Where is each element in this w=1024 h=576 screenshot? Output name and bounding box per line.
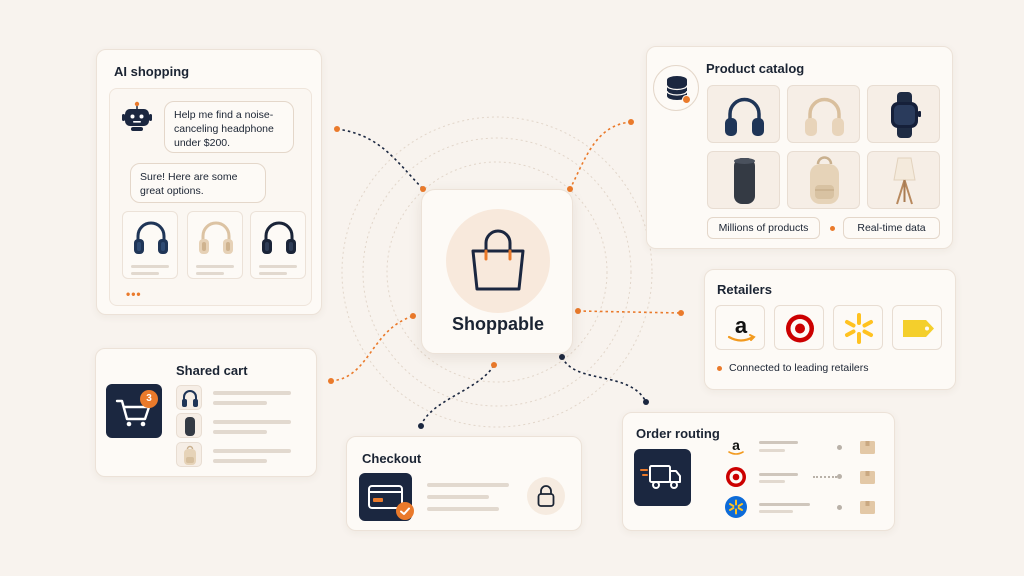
retailer-target[interactable] [774, 305, 824, 350]
svg-text:a: a [735, 313, 748, 338]
bot-message-bubble: Sure! Here are some great options. [130, 163, 266, 203]
retailers-title: Retailers [717, 282, 772, 297]
hub-title: Shoppable [451, 314, 544, 334]
retailers-card: Retailers a [704, 269, 956, 390]
ai-shopping-title: AI shopping [114, 64, 190, 79]
catalog-product-tile[interactable] [867, 85, 940, 143]
catalog-product-tile[interactable] [707, 151, 780, 209]
product-catalog-card: Product catalog [646, 46, 953, 249]
route-amazon: a [725, 436, 747, 458]
package-destination [859, 469, 876, 485]
shopping-bag-icon [471, 229, 525, 291]
retailer-walmart[interactable] [833, 305, 883, 350]
headphones-beige-icon [199, 221, 233, 254]
typing-indicator: ••• [126, 287, 142, 301]
payment-badge [359, 473, 412, 521]
suggested-product-card[interactable] [250, 211, 306, 279]
target-logo-icon [786, 314, 814, 343]
status-dot [717, 366, 722, 371]
delivery-badge [634, 449, 691, 506]
connector-retailers [577, 310, 682, 314]
delivery-truck-icon [640, 465, 681, 489]
real-time-data-pill: Real-time data [843, 217, 940, 239]
package-icon [860, 471, 875, 484]
package-icon [860, 441, 875, 454]
route-walmart [725, 496, 747, 518]
package-icon [860, 501, 875, 514]
retailer-price-tag[interactable] [892, 305, 942, 350]
walmart-spark-icon [725, 496, 747, 518]
headphones-navy-icon [262, 221, 296, 254]
cart-item[interactable] [176, 385, 202, 410]
checkout-title: Checkout [362, 451, 422, 466]
catalog-product-tile[interactable] [787, 151, 860, 209]
headphones-navy-icon [134, 221, 168, 254]
headphones-beige-icon [805, 97, 844, 136]
amazon-logo-icon: a [727, 313, 756, 342]
credit-card-icon [368, 485, 403, 509]
check-icon [400, 507, 410, 515]
smart-speaker-icon [734, 158, 755, 204]
cart-item[interactable] [176, 413, 202, 438]
speaker-icon [185, 417, 195, 436]
headphones-navy-icon [725, 97, 764, 136]
order-routing-title: Order routing [636, 426, 720, 441]
connector-catalog [569, 121, 632, 190]
lamp-icon [893, 157, 916, 205]
target-logo-icon [726, 467, 746, 487]
retailers-note: Connected to leading retailers [729, 362, 869, 374]
shared-cart-title: Shared cart [176, 363, 248, 378]
suggested-product-card[interactable] [187, 211, 243, 279]
package-destination [859, 499, 876, 515]
headphones-icon [182, 390, 198, 407]
cart-item[interactable] [176, 442, 202, 467]
shoppable-hub: Shoppable [421, 189, 573, 354]
hub-icon-circle [446, 209, 550, 313]
amazon-logo-icon: a [728, 437, 744, 455]
catalog-product-tile[interactable] [787, 85, 860, 143]
secure-lock-badge [527, 477, 565, 515]
order-routing-card: Order routing a [622, 412, 895, 531]
checkout-card: Checkout [346, 436, 582, 531]
smartwatch-icon [891, 92, 921, 138]
user-message-bubble: Help me find a noise-canceling headphone… [164, 101, 294, 153]
connector-endpoints [328, 119, 684, 429]
hub-rings [341, 116, 653, 428]
pill-separator-dot [830, 226, 835, 231]
price-tag-icon [903, 320, 934, 337]
connector-order-routing [561, 356, 647, 403]
walmart-spark-icon [845, 313, 873, 344]
payment-confirmed-badge [396, 502, 414, 520]
database-icon [666, 76, 688, 100]
millions-of-products-pill: Millions of products [707, 217, 820, 239]
chat-window: Help me find a noise-canceling headphone… [109, 88, 312, 306]
retailer-amazon[interactable]: a [715, 305, 765, 350]
connector-ai-shopping [336, 128, 424, 190]
product-catalog-title: Product catalog [706, 61, 805, 76]
shared-cart-card: 3 Shared cart [95, 348, 317, 477]
catalog-product-tile[interactable] [707, 85, 780, 143]
backpack-icon [184, 445, 196, 465]
package-destination [859, 439, 876, 455]
svg-text:a: a [732, 437, 740, 453]
robot-icon [122, 101, 152, 131]
backpack-icon [810, 156, 839, 204]
ai-shopping-card: AI shopping Help me find a noise-canceli… [96, 49, 322, 315]
connector-shared-cart [330, 315, 414, 382]
connector-checkout [420, 364, 495, 427]
lock-icon [537, 485, 555, 507]
catalog-product-tile[interactable] [867, 151, 940, 209]
suggested-product-card[interactable] [122, 211, 178, 279]
route-target [725, 466, 747, 488]
database-badge [653, 65, 699, 111]
cart-count-badge: 3 [140, 390, 158, 408]
